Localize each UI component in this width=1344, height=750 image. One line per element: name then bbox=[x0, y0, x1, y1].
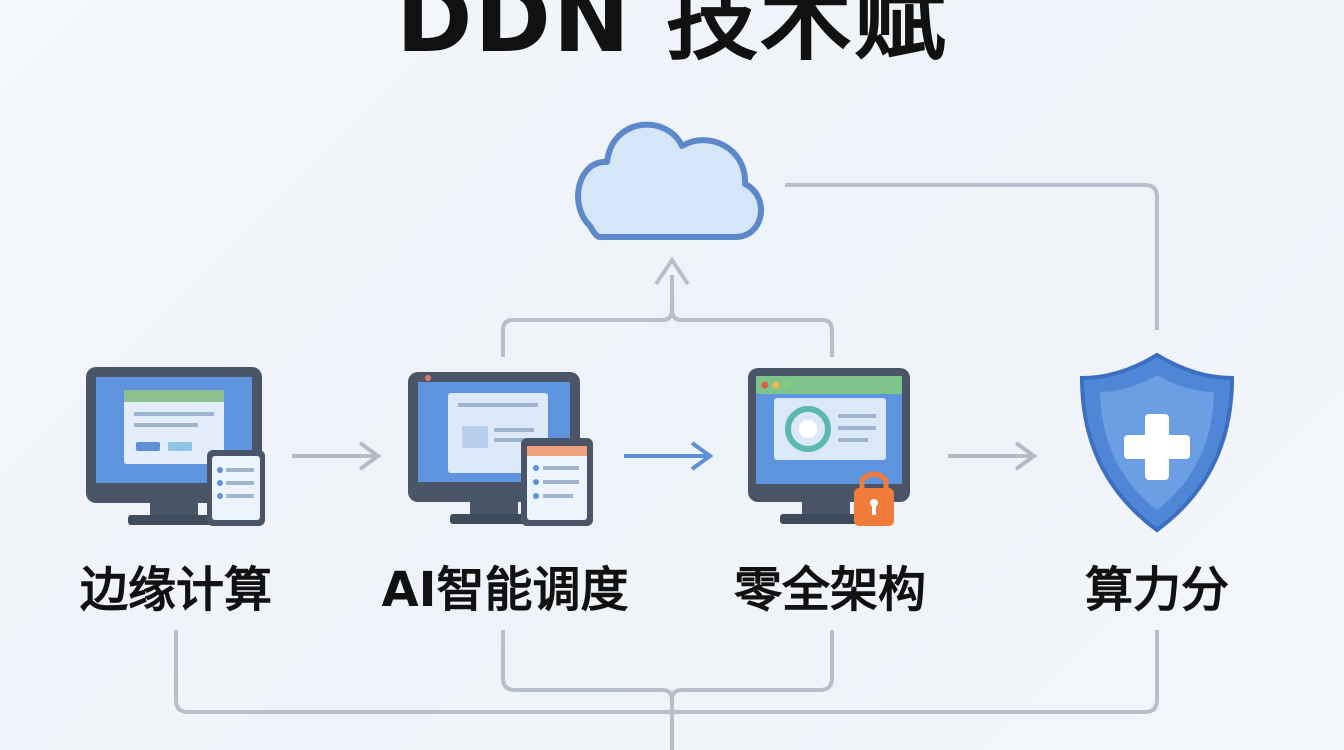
arrow-2-icon bbox=[624, 441, 714, 471]
cloud-icon bbox=[575, 121, 764, 240]
upper-connectors bbox=[501, 183, 1159, 357]
lower-connectors bbox=[174, 630, 1159, 750]
monitor-with-tablet-icon bbox=[86, 367, 265, 526]
monitor-with-lock-icon bbox=[748, 368, 910, 526]
shield-plus-icon bbox=[1079, 352, 1235, 533]
node-label-compute-distribution: 算力分 bbox=[1084, 562, 1229, 618]
arrow-1-icon bbox=[292, 441, 382, 471]
arrow-3-icon bbox=[948, 441, 1038, 471]
up-arrow-head bbox=[654, 256, 690, 286]
node-label-edge-computing: 边缘计算 bbox=[79, 562, 272, 618]
monitor-with-checklist-icon bbox=[408, 372, 593, 526]
node-label-zero-trust: 零全架构 bbox=[733, 562, 926, 618]
node-label-ai-scheduling: AI智能调度 bbox=[381, 562, 629, 618]
page-title: DDN 技术赋 bbox=[396, 0, 948, 73]
